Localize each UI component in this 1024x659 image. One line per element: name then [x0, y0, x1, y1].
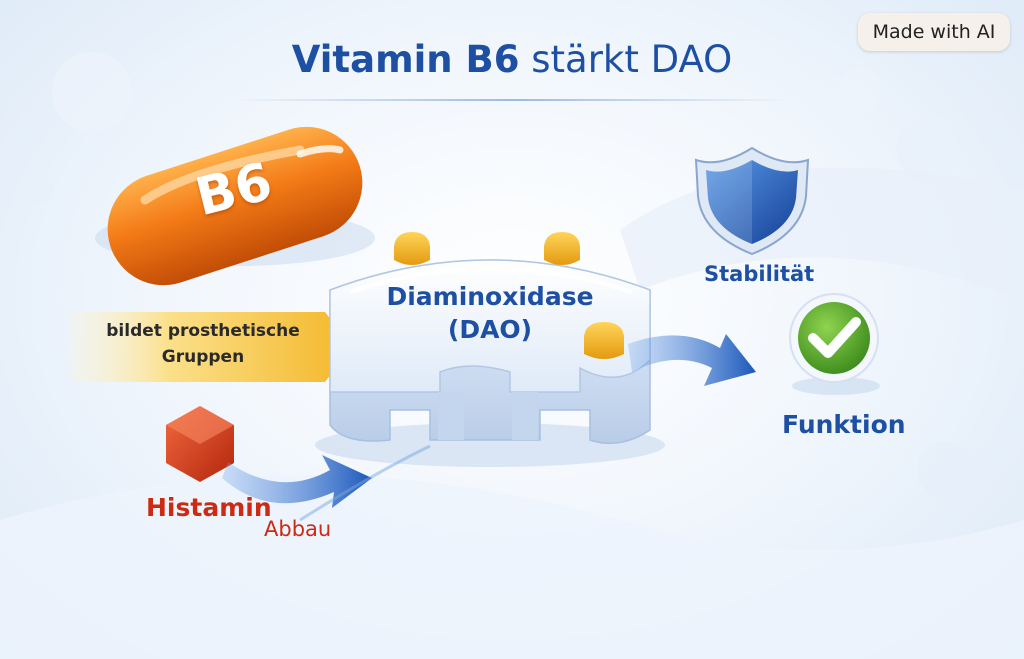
shield-icon — [694, 146, 810, 256]
cofactor-icon — [394, 232, 624, 359]
function-label: Funktion — [782, 410, 906, 439]
histamine-sublabel: Abbau — [264, 517, 332, 541]
title-bold: Vitamin B6 — [291, 38, 520, 81]
title-divider — [232, 99, 792, 101]
stability-label: Stabilität — [704, 262, 815, 286]
ribbon-line-1: bildet prosthetische — [106, 321, 300, 341]
page-title: Vitamin B6 stärkt DAO — [0, 38, 1024, 81]
enzyme-line-1: Diaminoxidase — [386, 282, 594, 311]
made-with-ai-badge: Made with AI — [858, 13, 1010, 51]
enzyme-line-2: (DAO) — [447, 315, 533, 344]
ribbon-line-2: Gruppen — [161, 347, 245, 367]
enzyme-label: Diaminoxidase (DAO) — [340, 280, 640, 346]
ribbon-label: bildet prosthetische Gruppen — [92, 318, 314, 370]
ribbon-banner — [70, 312, 352, 382]
arrow-icon — [628, 334, 756, 386]
enzyme-block-icon — [315, 259, 665, 467]
background-swoosh — [620, 167, 1024, 300]
arrow-icon — [222, 455, 372, 508]
hexagon-molecule-icon — [166, 406, 234, 482]
title-rest: stärkt DAO — [519, 38, 733, 81]
checkmark-icon — [789, 293, 880, 395]
capsule-icon — [95, 126, 375, 286]
histamine-label: Histamin — [146, 493, 272, 522]
